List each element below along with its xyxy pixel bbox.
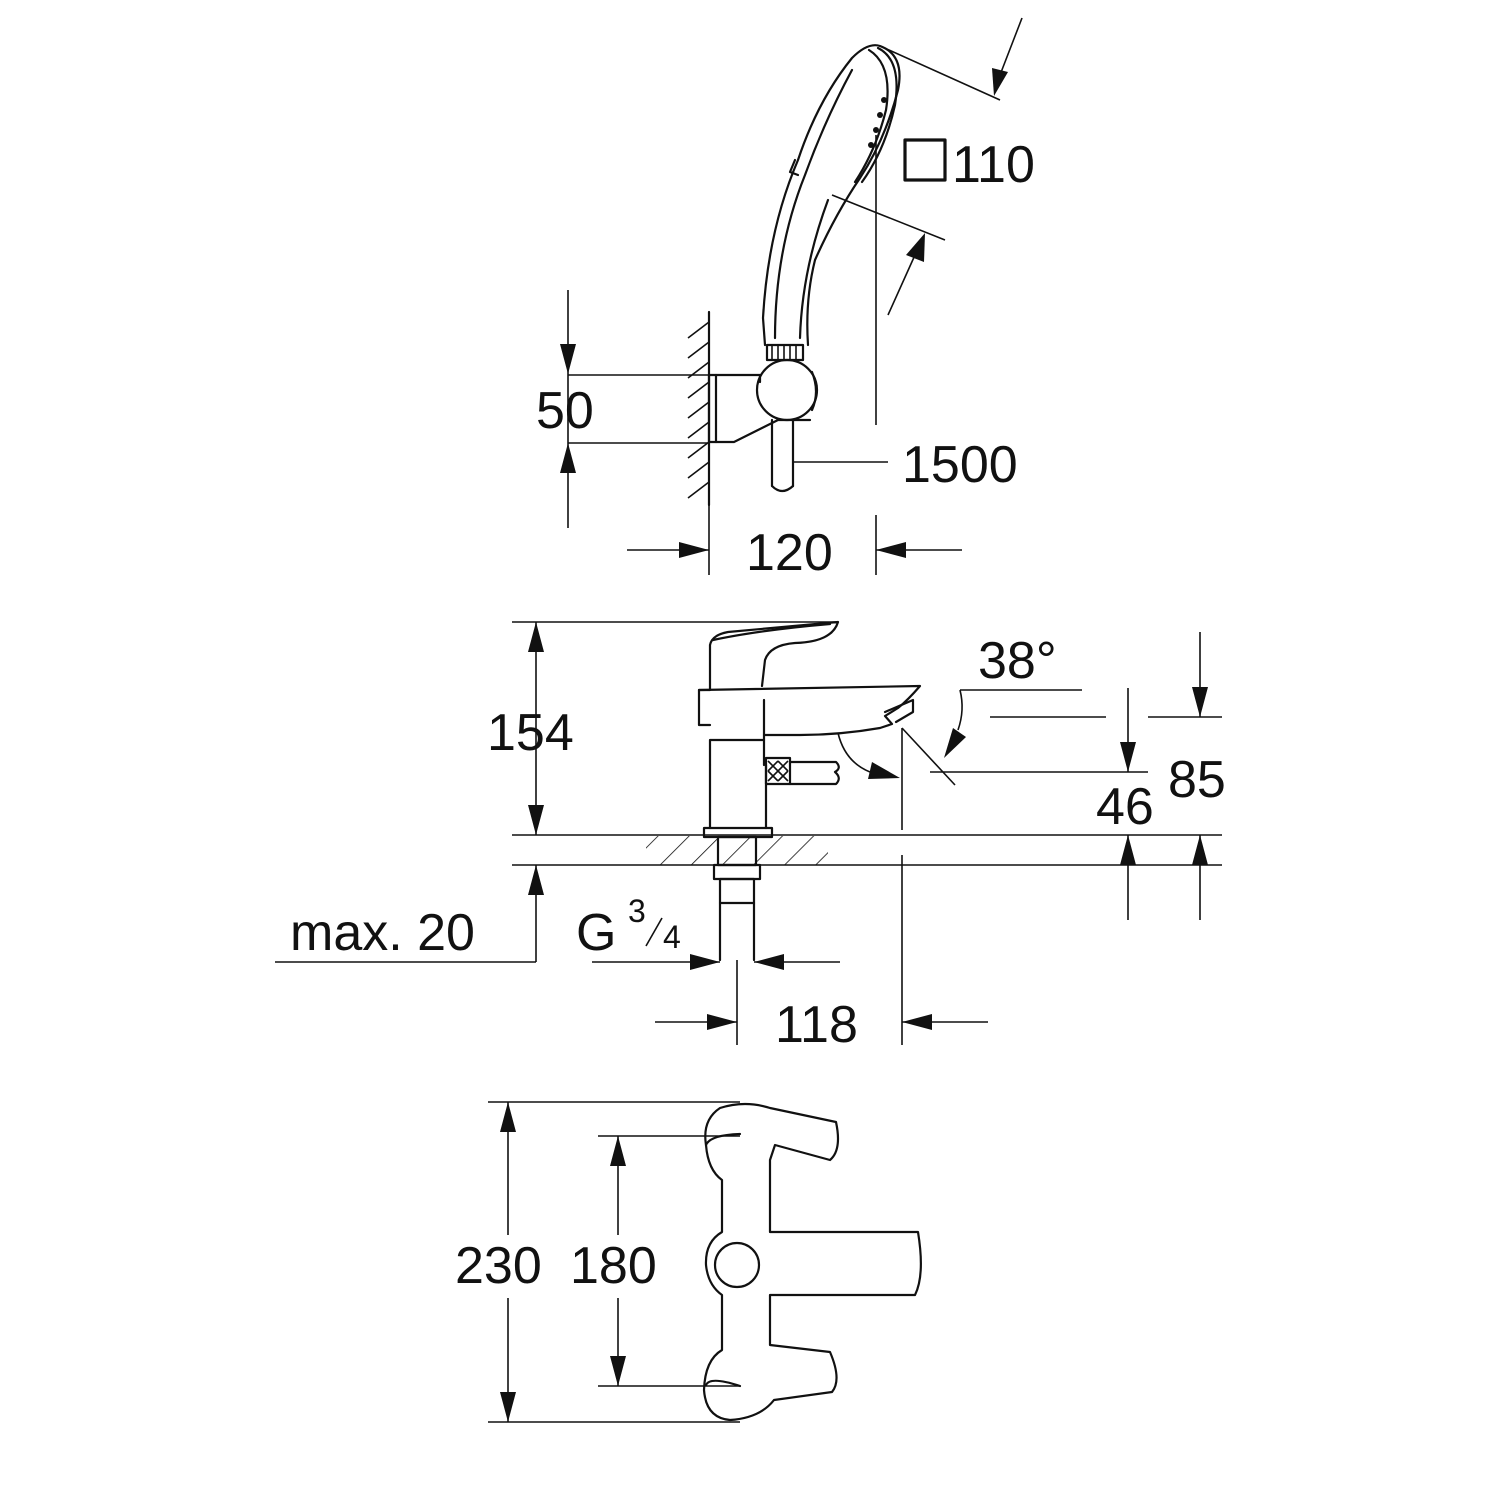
overall-width-label: 230	[455, 1237, 542, 1295]
mixer-side-view: 154 max. 20 G 3 4 118 38°	[275, 620, 1226, 1054]
spout	[697, 684, 922, 742]
hose-length-label: 1500	[902, 436, 1018, 494]
spout-reach-label: 118	[775, 996, 858, 1054]
deck-section	[646, 836, 828, 865]
height-total-label: 154	[487, 704, 574, 762]
centre-distance-label: 180	[570, 1237, 657, 1295]
holder-ring	[755, 358, 819, 422]
diverter-connector	[764, 756, 792, 786]
mixer-top-view: 230 180	[455, 1101, 922, 1423]
wall-holder	[707, 373, 812, 444]
spout-outlet-circle	[713, 1241, 761, 1289]
mixer-top-outline	[702, 1102, 922, 1422]
wall-projection-label: 120	[746, 524, 833, 582]
mixer-body	[697, 620, 840, 727]
thread-denominator: 4	[663, 919, 681, 955]
spout-angle-label: 38°	[978, 632, 1057, 690]
thread-letter: G	[576, 904, 616, 962]
hand-shower	[761, 44, 901, 362]
head-size-label: 110	[952, 136, 1035, 194]
thread-numerator: 3	[628, 893, 646, 929]
spout-outlet-height-label: 46	[1096, 778, 1154, 836]
holder-height-label: 50	[536, 382, 594, 440]
deck-thickness-label: max. 20	[290, 904, 475, 962]
hose	[770, 418, 795, 493]
shower-view: 110 50 1500 120	[536, 17, 1035, 582]
spout-top-height-label: 85	[1168, 751, 1226, 809]
wall-hatching	[687, 321, 710, 499]
square-size-symbol	[903, 138, 947, 182]
